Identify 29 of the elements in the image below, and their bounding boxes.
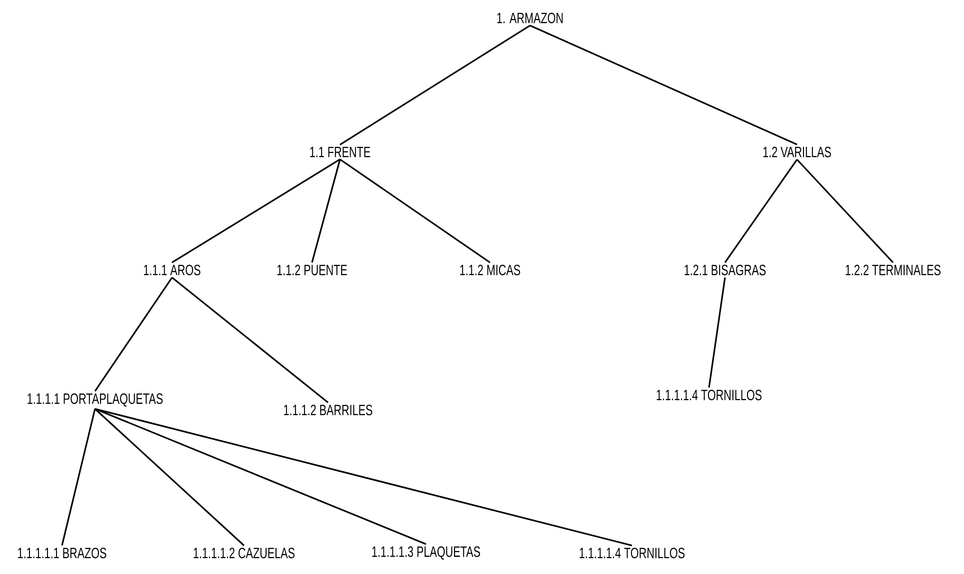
node-label: 1.1.1.1 PORTAPLAQUETAS [28, 393, 163, 407]
connector-line [340, 24, 530, 146]
node-label: 1.2.1 BISAGRAS [684, 264, 766, 276]
node-label: 1.1.2 MICAS [460, 264, 520, 276]
node-label: 1.2.2 TERMINALES [846, 264, 941, 276]
node-label: 1.1.2 PUENTE [277, 264, 347, 276]
node-label: 1. ARMAZON [497, 12, 563, 24]
connector-line [94, 408, 632, 546]
connector-line [340, 158, 490, 264]
connector-line [796, 158, 894, 264]
connector-line [311, 159, 341, 263]
connector-line [172, 276, 328, 404]
node-label: 1.1.1.1.4 TORNILLOS [656, 390, 762, 400]
node-label: 1.1.1.1.3 PLAQUETAS [372, 546, 480, 560]
node-label: 1.1.1.1.1 BRAZOS [18, 548, 106, 558]
connector-line [61, 408, 96, 546]
connector-line [94, 408, 426, 545]
node-label: 1.1.1 AROS [144, 264, 200, 276]
node-label: 1.1.1.2 BARRILES [284, 404, 372, 416]
connector-line [724, 159, 798, 263]
connector-line [708, 277, 726, 388]
node-label: 1.1 FRENTE [310, 146, 370, 158]
connector-line [530, 24, 798, 146]
connector-line [172, 158, 340, 264]
node-label: 1.2 VARILLAS [763, 146, 831, 158]
connector-line [94, 408, 245, 546]
node-label: 1.1.1.1.2 CAZUELAS [194, 548, 295, 558]
connector-line [94, 277, 173, 392]
node-label: 1.1.1.1.4 TORNILLOS [580, 548, 685, 558]
